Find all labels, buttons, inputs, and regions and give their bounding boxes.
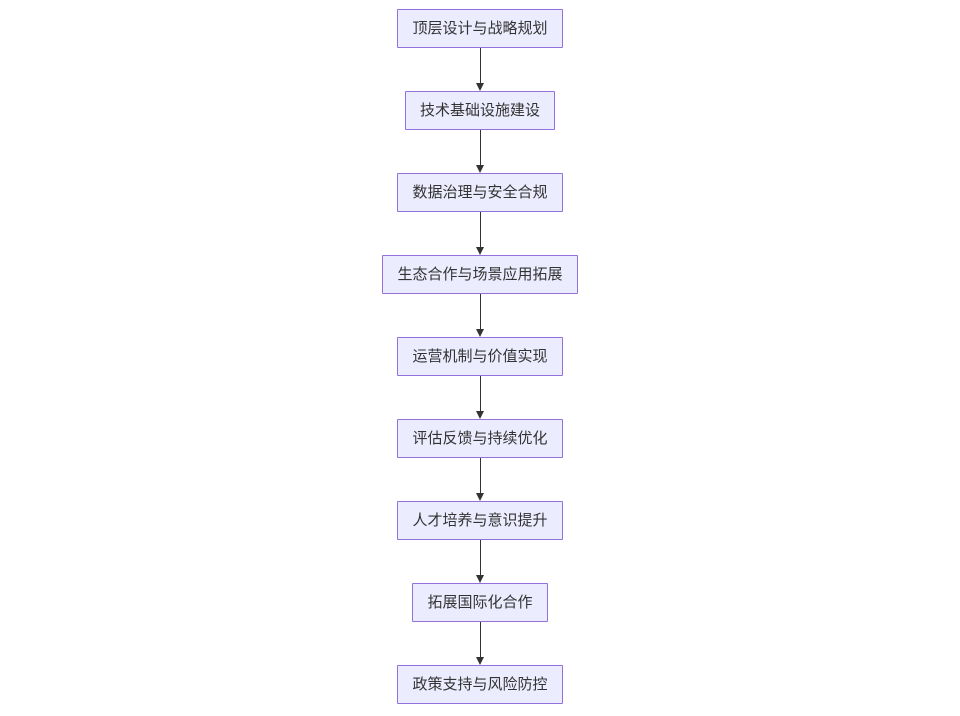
flow-node-label: 评估反馈与持续优化: [412, 430, 548, 447]
arrow-head-down-icon: [476, 411, 484, 419]
flow-node-international-cooperation: 拓展国际化合作: [412, 583, 548, 622]
arrow-line: [479, 540, 481, 576]
arrow-head-down-icon: [476, 493, 484, 501]
flow-node-label: 顶层设计与战略规划: [412, 20, 548, 37]
arrow-line: [479, 622, 481, 658]
flow-arrow-7: [475, 540, 485, 583]
arrow-head-down-icon: [476, 247, 484, 255]
flow-node-policy-support: 政策支持与风险防控: [397, 665, 563, 704]
arrow-head-down-icon: [476, 83, 484, 91]
flow-node-label: 技术基础设施建设: [419, 102, 540, 119]
flow-node-label: 数据治理与安全合规: [412, 184, 548, 201]
flow-arrow-1: [475, 48, 485, 91]
flow-node-eco-cooperation: 生态合作与场景应用拓展: [382, 255, 578, 294]
flow-node-label: 政策支持与风险防控: [412, 676, 548, 693]
flow-node-talent-training: 人才培养与意识提升: [397, 501, 563, 540]
flow-node-evaluation-feedback: 评估反馈与持续优化: [397, 419, 563, 458]
flow-arrow-8: [475, 622, 485, 665]
flow-arrow-6: [475, 458, 485, 501]
flow-arrow-3: [475, 212, 485, 255]
arrow-line: [479, 458, 481, 494]
flow-node-data-governance: 数据治理与安全合规: [397, 173, 563, 212]
flow-arrow-2: [475, 130, 485, 173]
flow-node-label: 拓展国际化合作: [427, 594, 533, 611]
arrow-line: [479, 376, 481, 412]
arrow-head-down-icon: [476, 329, 484, 337]
flow-arrow-4: [475, 294, 485, 337]
arrow-line: [479, 294, 481, 330]
flow-node-top-level-design: 顶层设计与战略规划: [397, 9, 563, 48]
arrow-line: [479, 212, 481, 248]
flow-node-tech-infrastructure: 技术基础设施建设: [404, 91, 555, 130]
flow-node-operation-mechanism: 运营机制与价值实现: [397, 337, 563, 376]
arrow-line: [479, 48, 481, 84]
flow-arrow-5: [475, 376, 485, 419]
flow-node-label: 人才培养与意识提升: [412, 512, 548, 529]
flow-node-label: 运营机制与价值实现: [412, 348, 548, 365]
flow-node-label: 生态合作与场景应用拓展: [397, 266, 563, 283]
arrow-head-down-icon: [476, 575, 484, 583]
arrow-head-down-icon: [476, 165, 484, 173]
arrow-head-down-icon: [476, 657, 484, 665]
arrow-line: [479, 130, 481, 166]
